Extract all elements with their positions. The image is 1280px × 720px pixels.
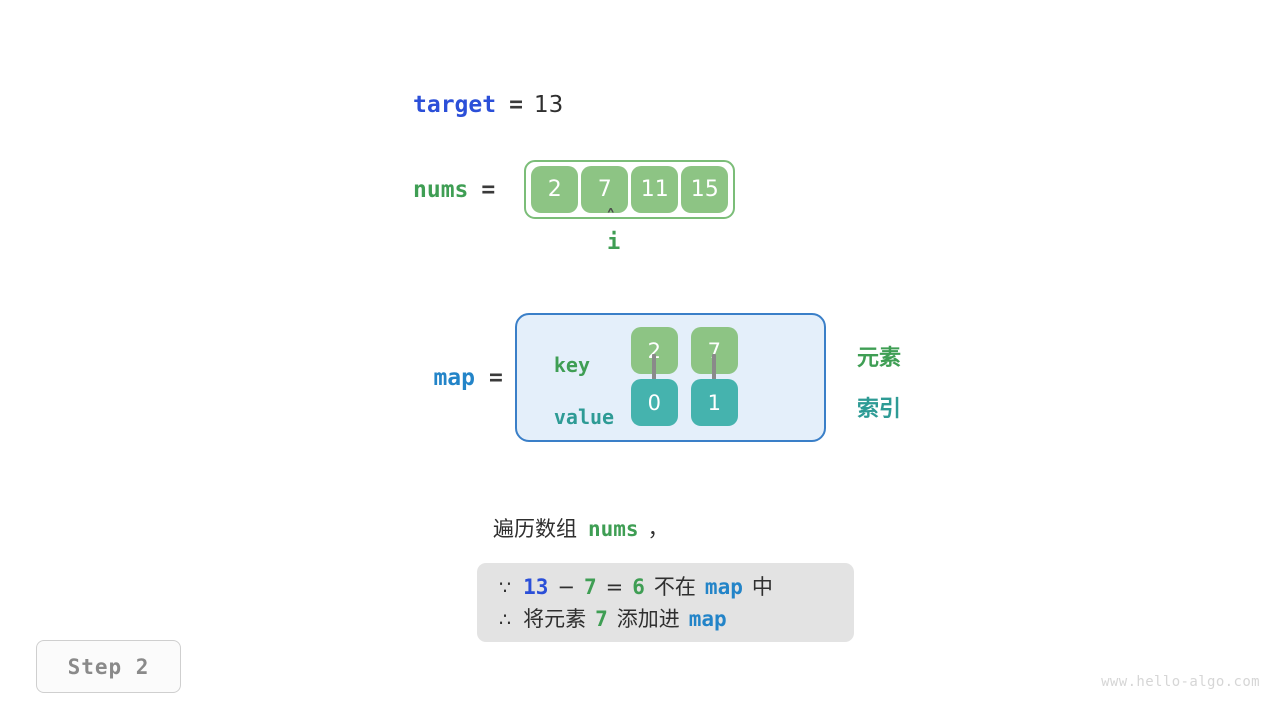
note-text-tail: 中 [751, 575, 773, 599]
note-keyword-map-2: map [688, 607, 727, 631]
step-badge: Step 2 [36, 640, 181, 693]
map-declaration: map = key value 2 0 7 1 [413, 313, 826, 442]
note-equals-operator: = [605, 575, 624, 599]
note-result-value: 6 [632, 575, 645, 599]
legend-index-label: 索引 [857, 397, 902, 422]
index-pointer-caret-icon: ˄ [606, 206, 616, 228]
map-key-row-label: key [553, 353, 590, 377]
note-text-not-in: 不在 [653, 575, 696, 599]
array-cell: 7 [581, 166, 629, 213]
caption-text: 遍历数组 nums ， [493, 513, 669, 543]
map-value-cell: 1 [690, 379, 738, 426]
note-operand-current: 7 [584, 575, 597, 599]
note-line-1: ∵ 13 − 7 = 6 不在 map 中 [499, 572, 832, 604]
nums-array-container: 2 7 11 15 [524, 160, 736, 219]
array-cell: 15 [681, 166, 729, 213]
explanation-note-box: ∵ 13 − 7 = 6 不在 map 中 ∴ 将元素 7 添加进 map [477, 563, 854, 642]
note-keyword-map: map [704, 575, 743, 599]
note-added-element: 7 [595, 607, 608, 631]
target-variable-name: target [413, 92, 497, 118]
note-text-add-element: 将元素 [523, 607, 587, 631]
watermark: www.hello-algo.com [1101, 674, 1260, 690]
map-variable-name: map [433, 364, 475, 391]
target-declaration: target = 13 [413, 92, 563, 118]
index-pointer-label: i [607, 230, 621, 255]
nums-declaration: nums = 2 7 11 15 [413, 160, 736, 219]
note-minus-operator: − [557, 575, 575, 599]
note-line-2: ∴ 将元素 7 添加进 map [499, 604, 832, 636]
note-text-add-into: 添加进 [616, 607, 680, 631]
map-equals-sign: = [489, 364, 503, 391]
nums-equals-sign: = [481, 176, 496, 203]
caption-keyword-nums: nums [588, 517, 639, 541]
caption-prefix: 遍历数组 [493, 517, 577, 541]
target-value: 13 [533, 92, 564, 118]
target-equals-sign: = [509, 92, 523, 118]
legend-element-label: 元素 [857, 346, 902, 371]
therefore-symbol-icon: ∴ [499, 609, 512, 631]
array-cell: 11 [631, 166, 679, 213]
map-value-row-label: value [553, 405, 615, 429]
array-cell: 2 [531, 166, 579, 213]
nums-variable-name: nums [413, 176, 469, 203]
because-symbol-icon: ∵ [499, 577, 512, 599]
map-value-cell: 0 [630, 379, 678, 426]
note-operand-target: 13 [523, 575, 549, 599]
caption-suffix: ， [647, 517, 669, 541]
map-container: key value 2 0 7 1 [514, 313, 826, 442]
